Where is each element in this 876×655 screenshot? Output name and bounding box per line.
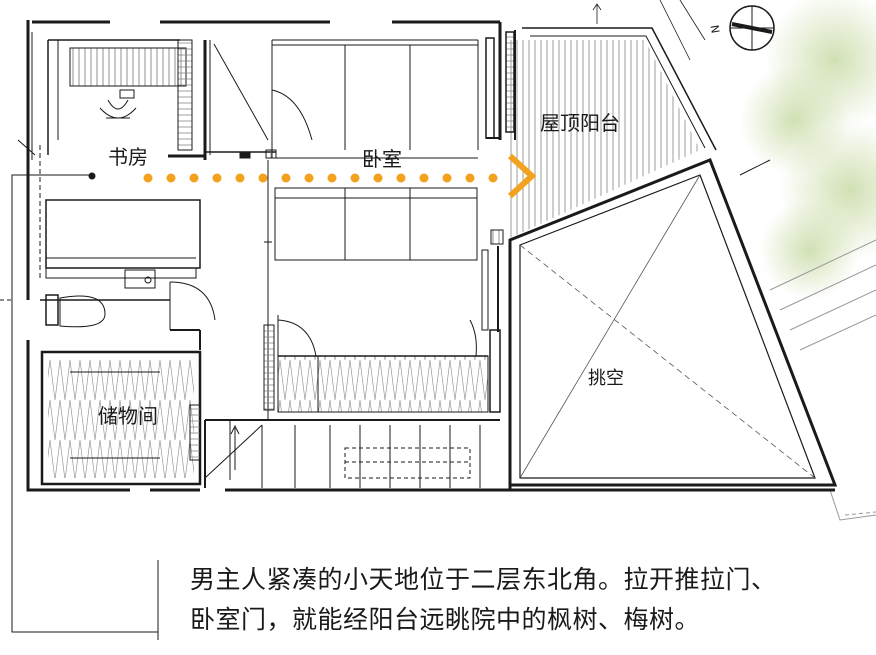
route-dot: [488, 173, 498, 183]
route-dot: [258, 173, 268, 183]
figure-caption: 男主人紧凑的小天地位于二层东北角。拉开推拉门、 卧室门，就能经阳台远眺院中的枫树…: [190, 560, 874, 640]
route-dot: [396, 173, 406, 183]
room-label-roof-balcony: 屋顶阳台: [540, 111, 620, 135]
route-dot: [212, 173, 222, 183]
room-label-bedroom: 卧室: [362, 147, 402, 171]
room-label-void: 挑空: [588, 368, 624, 389]
view-route: [88, 153, 537, 199]
route-dot: [235, 173, 245, 183]
compass-north-label: N: [708, 24, 722, 34]
storage-room: [40, 350, 202, 486]
route-dot: [465, 173, 475, 183]
bedroom-wardrobe: [263, 315, 501, 413]
route-dot: [327, 173, 337, 183]
study-partition: [168, 40, 277, 160]
compass: N: [708, 5, 775, 51]
exterior-deck: [769, 239, 876, 521]
room-label-study: 书房: [108, 145, 148, 169]
room-label-storage: 储物间: [98, 404, 158, 428]
staircase: [204, 419, 500, 488]
route-dot: [304, 173, 314, 183]
study-shelf: [47, 39, 193, 155]
route-dot: [350, 173, 360, 183]
bed: [274, 187, 478, 261]
balcony-door: [481, 30, 516, 490]
route-dot: [281, 173, 291, 183]
tree-foliage: [740, 0, 876, 300]
route-dot: [419, 173, 429, 183]
route-arrowhead: [507, 153, 537, 199]
exterior-lines: [0, 139, 159, 640]
desk-chair: [99, 89, 137, 119]
bedroom-closet: [271, 39, 479, 159]
outer-walls: [26, 20, 835, 492]
caption-line-2: 卧室门，就能经阳台远眺院中的枫树、梅树。: [190, 605, 701, 634]
roof-balcony-floor: [510, 40, 700, 238]
caption-line-1: 男主人紧凑的小天地位于二层东北角。拉开推拉门、: [190, 565, 777, 594]
route-dot: [166, 173, 176, 183]
route-dot: [373, 173, 383, 183]
route-dot: [442, 173, 452, 183]
route-dot: [189, 173, 199, 183]
balcony-railing: [522, 0, 771, 176]
route-dot: [143, 173, 153, 183]
bathroom: [40, 199, 216, 350]
